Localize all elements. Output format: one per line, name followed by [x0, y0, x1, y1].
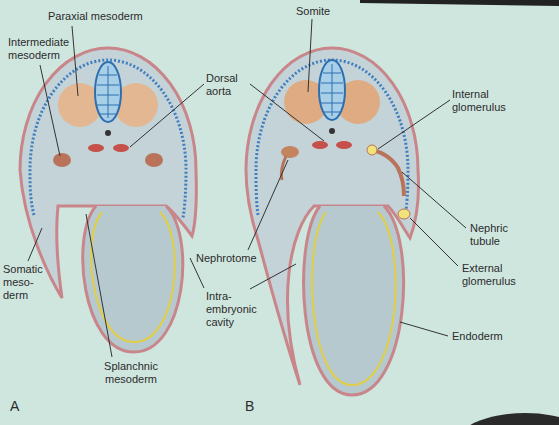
structure-label: Intermediate mesoderm [8, 36, 88, 62]
structure-label: Endoderm [452, 330, 503, 343]
intermediate-mesoderm [53, 153, 71, 167]
panel-letter: A [10, 398, 19, 414]
leader-line [410, 218, 458, 266]
dorsal-aorta [88, 144, 104, 152]
neural-tube [95, 62, 121, 122]
structure-label: Nephrotome [196, 252, 257, 265]
external-glomerulus [398, 209, 410, 219]
leader-line [28, 228, 42, 261]
leader-line [248, 160, 288, 250]
leader-line [250, 264, 296, 289]
ectoderm-layer [256, 60, 408, 218]
structure-label: Splanchnic mesoderm [92, 360, 170, 386]
dorsal-aorta [336, 141, 352, 149]
yolk-sac [304, 206, 404, 395]
leader-line [378, 100, 450, 149]
leader-line [72, 26, 78, 96]
nephrotome [281, 146, 299, 158]
intermediate-mesoderm [145, 153, 163, 167]
dorsal-aorta [113, 144, 129, 152]
leader-line [308, 19, 312, 92]
structure-label: Dorsal aorta [206, 72, 251, 98]
endoderm-line [312, 212, 396, 385]
structure-label: Nephric tubule [470, 222, 525, 248]
ectoderm-layer [30, 60, 186, 218]
neural-tube [319, 60, 345, 120]
structure-label: Intra- embryonic cavity [206, 290, 266, 329]
structure-label: External glomerulus [462, 262, 532, 288]
endoderm-line [91, 212, 175, 342]
leader-line [130, 84, 204, 147]
structure-label: Somatic meso- derm [3, 263, 49, 302]
dorsal-aorta [312, 141, 328, 149]
neural-tube-cells [97, 66, 119, 118]
structure-label: Internal glomerulus [452, 88, 522, 114]
nephric-tubule [281, 156, 286, 180]
leader-line [40, 65, 60, 156]
internal-glomerulus [367, 145, 377, 155]
screen-edge [360, 0, 559, 6]
leader-line [400, 322, 448, 336]
structure-label: Somite [296, 5, 330, 18]
neural-tube-cells [321, 64, 343, 116]
leader-line [86, 214, 112, 357]
structure-label: Paraxial mesoderm [48, 10, 143, 23]
panel-letter: B [245, 398, 254, 414]
notochord [105, 130, 111, 136]
splanchnic-layer [304, 206, 404, 395]
nephric-tubule [368, 150, 404, 196]
notochord [329, 128, 335, 134]
head-silhouette [455, 413, 559, 425]
leader-line [250, 84, 324, 141]
